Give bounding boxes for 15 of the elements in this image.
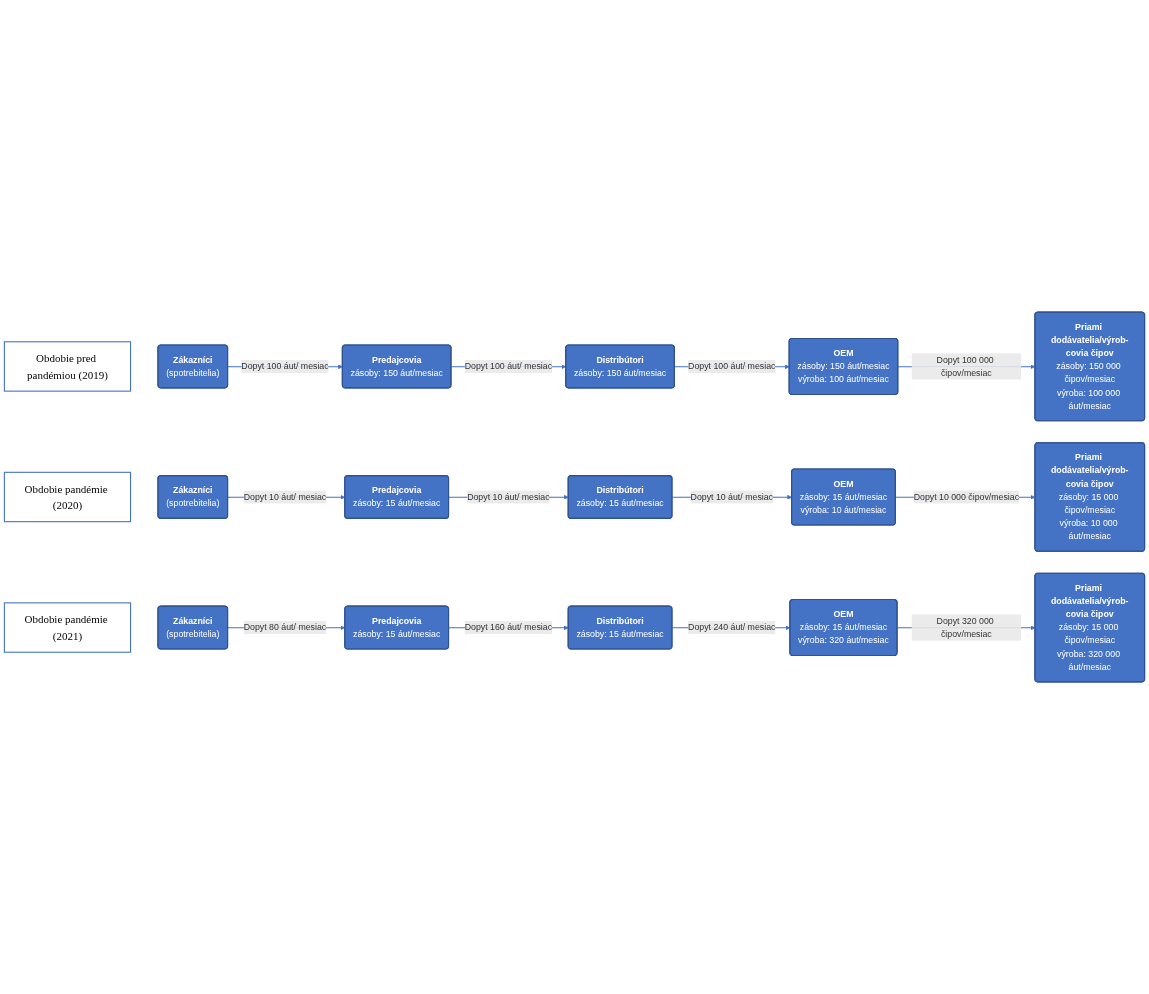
edge-label: Dopyt 80 áut/ mesiac — [243, 622, 327, 632]
edge-label: Dopyt 160 áut/ mesiac — [464, 622, 553, 632]
edge-label: Dopyt 100 áut/ mesiac — [464, 361, 553, 371]
edge-label: Dopyt 10 áut/ mesiac — [467, 492, 550, 502]
node-box: Obdobie pandémie (2020) — [3, 471, 132, 523]
edge-label: Dopyt 10 000 čipov/mesiac — [913, 492, 1020, 502]
edge-label: Dopyt 100 áut/ mesiac — [241, 361, 329, 371]
edge-label: Dopyt 240 áut/ mesiac — [688, 622, 776, 632]
node-box: Obdobie pred pandémiou (2019) — [3, 341, 132, 392]
edge-label: Dopyt 100 000 čipov/mesiac — [936, 354, 994, 378]
edge-label: Dopyt 10 áut/ mesiac — [690, 492, 773, 502]
edge-label: Dopyt 10 áut/ mesiac — [243, 492, 327, 502]
edge-label: Dopyt 100 áut/ mesiac — [688, 361, 776, 371]
edge-label: Dopyt 320 000 čipov/mesiac — [936, 616, 994, 639]
node-box: Obdobie pandémie (2021) — [3, 602, 132, 653]
